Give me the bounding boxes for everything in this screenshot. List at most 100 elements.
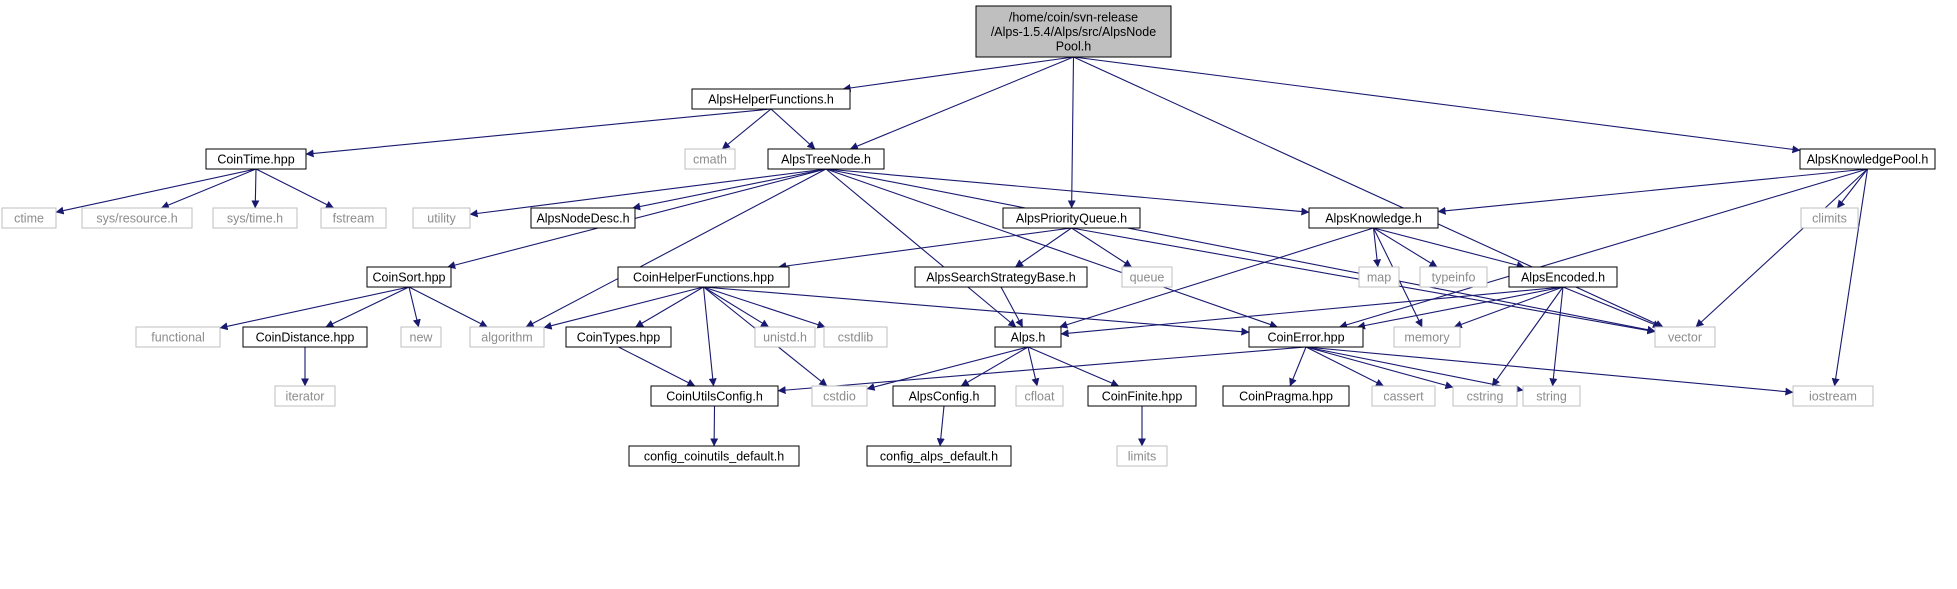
node-limits[interactable]: limits <box>1116 445 1168 467</box>
node-knowpool[interactable]: AlpsKnowledgePool.h <box>1799 148 1936 170</box>
node-alpsh[interactable]: Alps.h <box>994 326 1062 348</box>
node-alpsconfig[interactable]: AlpsConfig.h <box>892 385 996 407</box>
node-label: AlpsEncoded.h <box>1521 270 1605 284</box>
node-coinerror[interactable]: CoinError.hpp <box>1248 326 1364 348</box>
node-label: string <box>1536 389 1567 403</box>
node-box <box>1087 385 1197 407</box>
edge-coinerror-to-string <box>1305 346 1524 393</box>
node-cstring[interactable]: cstring <box>1452 385 1518 407</box>
edge-knowledge-to-encoded <box>1373 227 1525 269</box>
edge-encoded-to-alpsh <box>1060 286 1564 338</box>
node-unistd[interactable]: unistd.h <box>754 326 816 348</box>
edge-knowpool-to-coinerror <box>1339 168 1868 329</box>
node-encoded[interactable]: AlpsEncoded.h <box>1508 266 1618 288</box>
node-cstdio[interactable]: cstdio <box>811 385 868 407</box>
node-prioq[interactable]: AlpsPriorityQueue.h <box>1002 207 1141 229</box>
edge-knowledge-to-alpsh <box>1059 227 1374 329</box>
node-label: CoinHelperFunctions.hpp <box>633 270 774 284</box>
node-nodedesc[interactable]: AlpsNodeDesc.h <box>530 207 636 229</box>
node-box <box>1358 266 1400 288</box>
node-label: sys/resource.h <box>96 211 177 225</box>
node-searchstrat[interactable]: AlpsSearchStrategyBase.h <box>914 266 1088 288</box>
edge-coinsort-to-functional <box>219 286 410 331</box>
node-utility[interactable]: utility <box>412 207 471 229</box>
node-coinutilscfg[interactable]: CoinUtilsConfig.h <box>650 385 779 407</box>
edge-coinhelper-to-algorithm <box>543 286 704 330</box>
node-box <box>617 266 790 288</box>
node-cfgcoinutils[interactable]: config_coinutils_default.h <box>628 445 800 467</box>
node-box <box>628 445 800 467</box>
node-label: CoinDistance.hpp <box>256 330 355 344</box>
node-vector[interactable]: vector <box>1654 326 1716 348</box>
node-coinsort[interactable]: CoinSort.hpp <box>366 266 452 288</box>
node-label: cstdlib <box>838 330 873 344</box>
node-algorithm[interactable]: algorithm <box>469 326 545 348</box>
edge-treenode-to-utility <box>469 168 827 218</box>
node-label: Pool.h <box>1056 39 1091 53</box>
node-fstream[interactable]: fstream <box>320 207 387 229</box>
node-label: cmath <box>693 152 727 166</box>
node-label: queue <box>1130 270 1165 284</box>
edge-root-to-treenode <box>849 56 1074 150</box>
node-iterator[interactable]: iterator <box>274 385 336 407</box>
node-cointypes[interactable]: CoinTypes.hpp <box>565 326 672 348</box>
node-queue[interactable]: queue <box>1121 266 1173 288</box>
edge-encoded-to-vector <box>1562 286 1661 328</box>
node-memory[interactable]: memory <box>1393 326 1461 348</box>
node-coinpragma[interactable]: CoinPragma.hpp <box>1222 385 1350 407</box>
node-box <box>366 266 452 288</box>
node-new[interactable]: new <box>400 326 442 348</box>
nodes-layer: /home/coin/svn-release/Alps-1.5.4/Alps/s… <box>1 5 1936 467</box>
node-cstdlib[interactable]: cstdlib <box>823 326 888 348</box>
node-label: CoinFinite.hpp <box>1102 389 1183 403</box>
node-climits[interactable]: climits <box>1800 207 1859 229</box>
node-knowledge[interactable]: AlpsKnowledge.h <box>1308 207 1439 229</box>
node-box <box>650 385 779 407</box>
node-box <box>212 207 298 229</box>
edge-cointime-to-ctime <box>55 168 257 215</box>
node-label: ctime <box>14 211 44 225</box>
node-helper[interactable]: AlpsHelperFunctions.h <box>691 88 851 110</box>
node-box <box>767 148 885 170</box>
node-label: AlpsTreeNode.h <box>781 152 871 166</box>
node-label: /Alps-1.5.4/Alps/src/AlpsNode <box>991 25 1156 39</box>
node-label: CoinError.hpp <box>1267 330 1344 344</box>
node-cfgalps[interactable]: config_alps_default.h <box>866 445 1012 467</box>
node-cmath[interactable]: cmath <box>684 148 736 170</box>
node-treenode[interactable]: AlpsTreeNode.h <box>767 148 885 170</box>
edge-coinhelper-to-unistd <box>703 286 770 328</box>
node-root[interactable]: /home/coin/svn-release/Alps-1.5.4/Alps/s… <box>975 5 1172 58</box>
node-label: cstdio <box>823 389 856 403</box>
node-iostream[interactable]: iostream <box>1792 385 1874 407</box>
node-coinhelper[interactable]: CoinHelperFunctions.hpp <box>617 266 790 288</box>
node-box <box>975 5 1172 58</box>
edge-helper-to-cointime <box>305 108 772 158</box>
node-systime[interactable]: sys/time.h <box>212 207 298 229</box>
edge-cointime-to-sysres <box>160 168 257 209</box>
node-box <box>994 326 1062 348</box>
edge-knowledge-to-map <box>1372 227 1382 268</box>
edge-encoded-to-coinerror <box>1357 286 1564 330</box>
node-label: iostream <box>1809 389 1857 403</box>
node-functional[interactable]: functional <box>135 326 221 348</box>
edge-coinsort-to-new <box>408 286 421 328</box>
node-ctime[interactable]: ctime <box>1 207 57 229</box>
node-string[interactable]: string <box>1522 385 1581 407</box>
node-typeinfo[interactable]: typeinfo <box>1419 266 1488 288</box>
node-cassert[interactable]: cassert <box>1371 385 1436 407</box>
node-label: CoinTypes.hpp <box>577 330 660 344</box>
node-box <box>412 207 471 229</box>
edge-treenode-to-coinsort <box>447 168 827 269</box>
node-sysres[interactable]: sys/resource.h <box>81 207 193 229</box>
node-map[interactable]: map <box>1358 266 1400 288</box>
node-box <box>1799 148 1936 170</box>
node-coinfinite[interactable]: CoinFinite.hpp <box>1087 385 1197 407</box>
edge-coinsort-to-algorithm <box>408 286 488 328</box>
node-cointime[interactable]: CoinTime.hpp <box>205 148 307 170</box>
edge-knowpool-to-knowledge <box>1437 168 1868 215</box>
node-cfloat[interactable]: cfloat <box>1015 385 1064 407</box>
node-coindist[interactable]: CoinDistance.hpp <box>242 326 368 348</box>
node-label: AlpsNodeDesc.h <box>536 211 629 225</box>
node-box <box>866 445 1012 467</box>
edge-helper-to-cmath <box>721 108 772 150</box>
